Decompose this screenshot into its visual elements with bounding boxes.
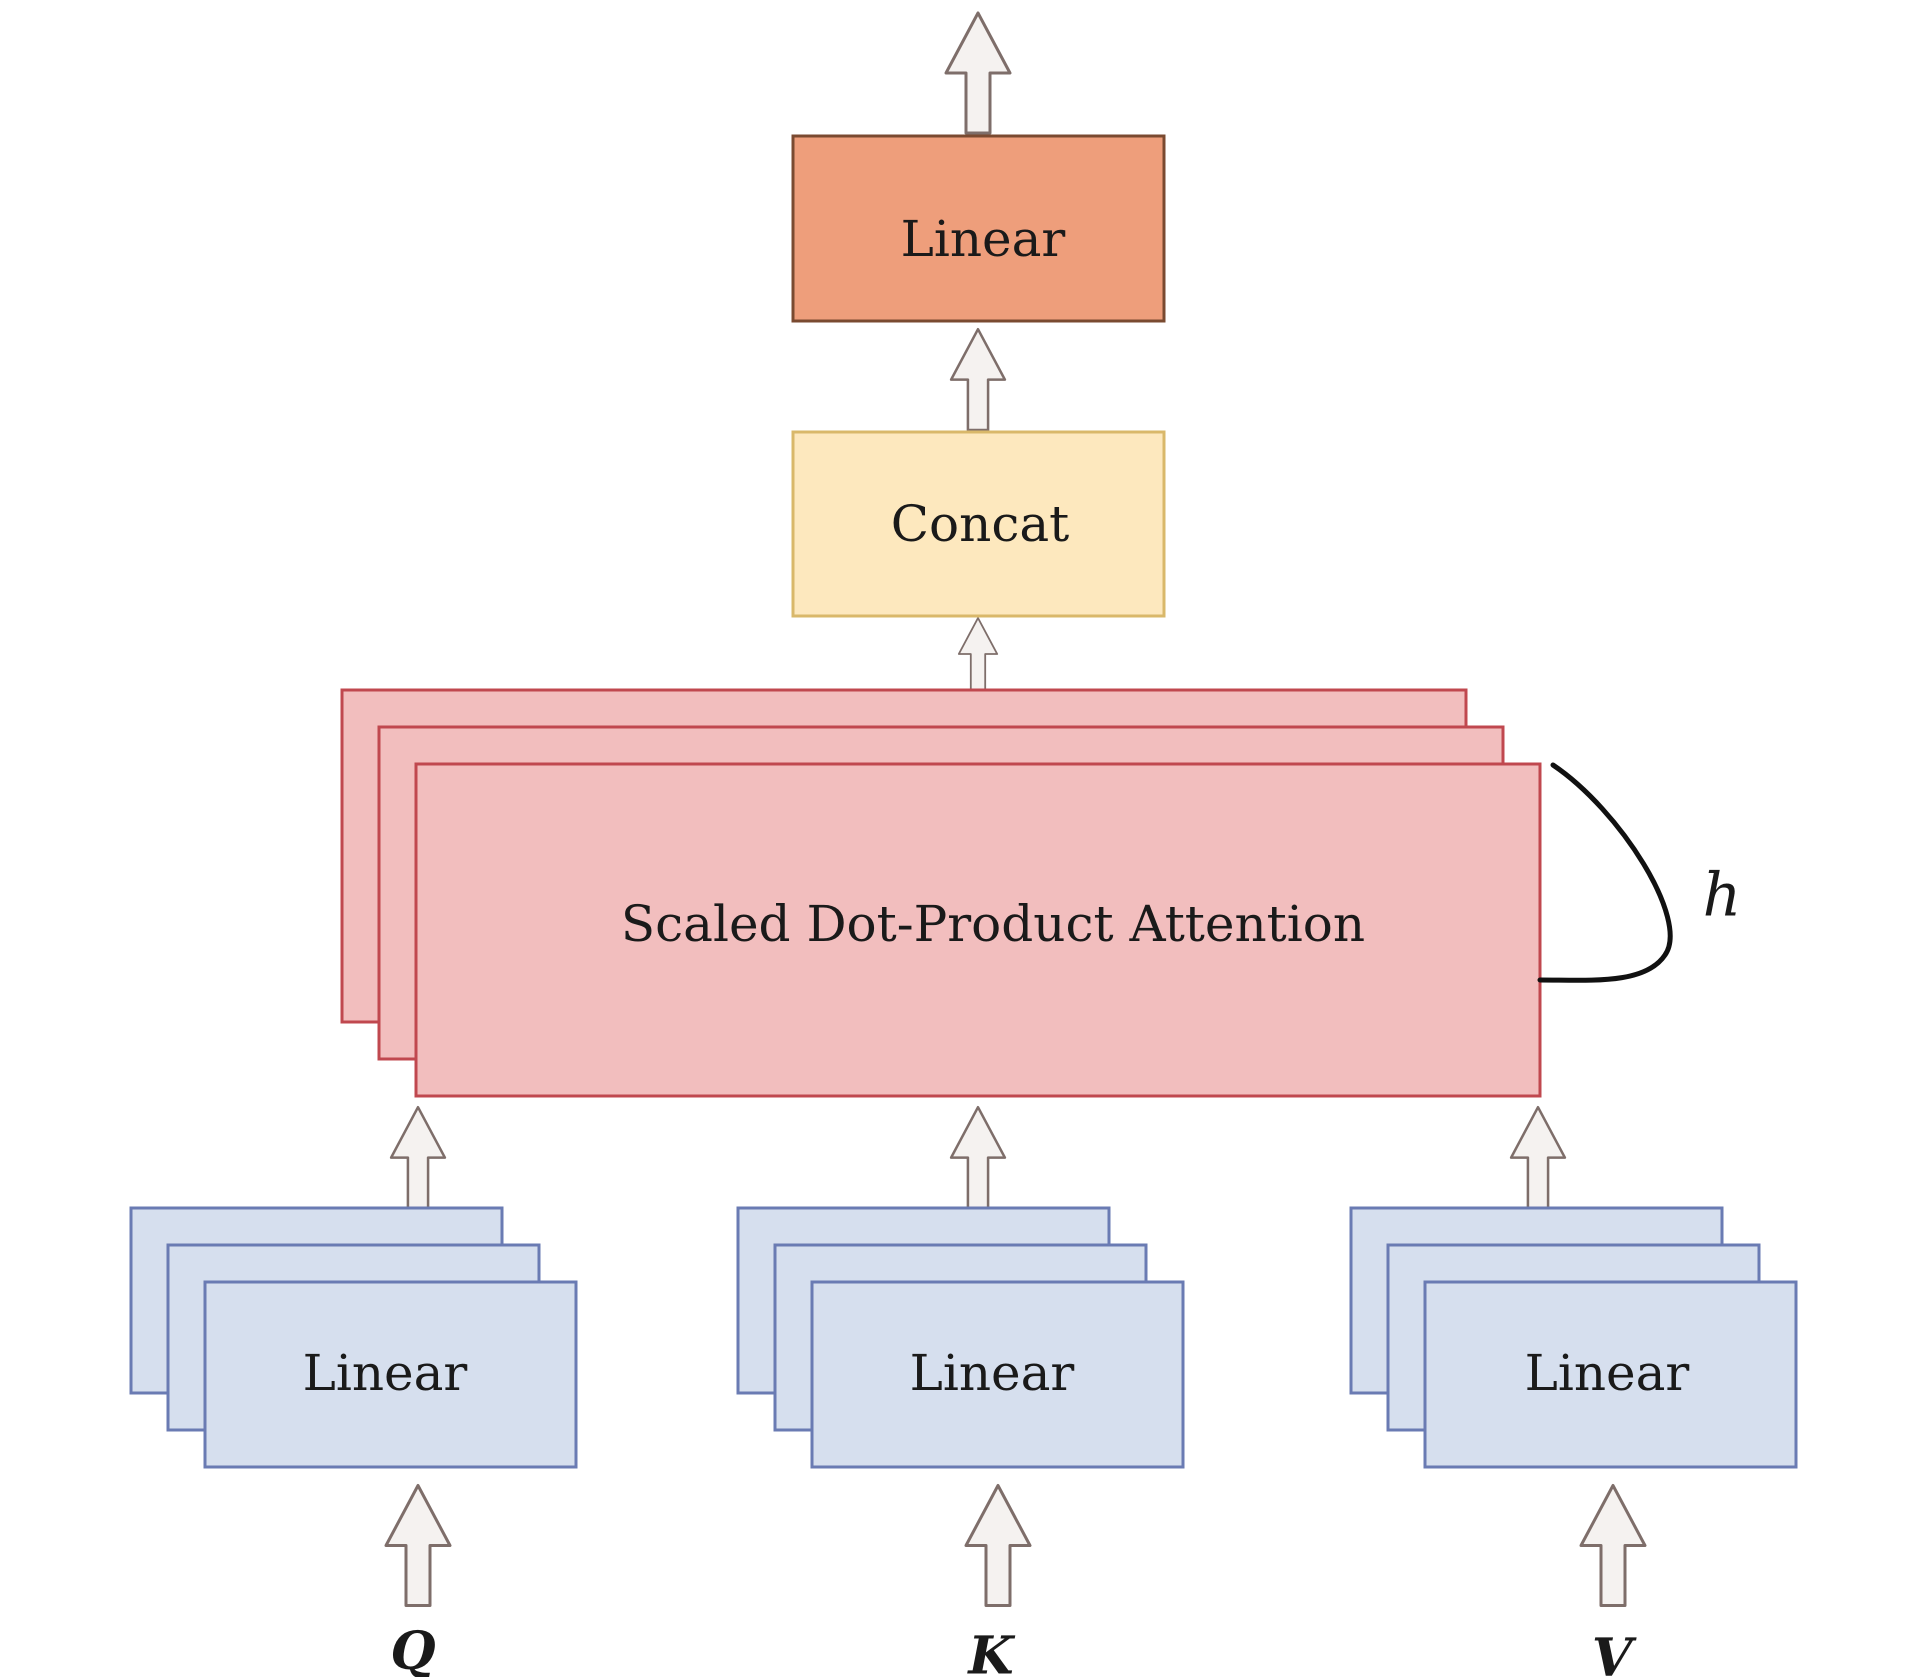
v-linear-label: Linear (1525, 1344, 1690, 1402)
output-linear-box (791, 134, 1166, 323)
k-linear-front (810, 1280, 1185, 1469)
v-input-arrow (1579, 1483, 1647, 1608)
attention-stack (340, 688, 1542, 1098)
heads-label: h (1703, 861, 1742, 931)
concat-label: Concat (891, 495, 1069, 553)
heads-brace (1537, 762, 1673, 983)
k-linear-stack (736, 1206, 1185, 1469)
v-linear-stack (1349, 1206, 1798, 1469)
concat-to-linear-arrow (949, 327, 1007, 432)
q-input-label: Q (390, 1621, 435, 1677)
q-linear-label: Linear (303, 1344, 468, 1402)
q-linear-front (203, 1280, 578, 1469)
k-linear-to-attention-arrow (949, 1105, 1007, 1210)
q-linear-to-attention-arrow (389, 1105, 447, 1210)
output-arrow (944, 11, 1012, 135)
v-input-label: V (1592, 1628, 1637, 1677)
output-linear-label: Linear (901, 210, 1066, 268)
k-input-arrow (964, 1483, 1032, 1608)
v-linear-front (1423, 1280, 1798, 1469)
attention-label: Scaled Dot-Product Attention (621, 895, 1365, 953)
v-linear-to-attention-arrow (1509, 1105, 1567, 1210)
k-input-label: K (966, 1626, 1015, 1677)
k-linear-label: Linear (910, 1344, 1075, 1402)
concat-box (791, 430, 1166, 618)
attention-head-front (414, 762, 1542, 1098)
q-linear-stack (129, 1206, 578, 1469)
attention-to-concat-arrow (957, 616, 999, 692)
q-input-arrow (384, 1483, 452, 1608)
